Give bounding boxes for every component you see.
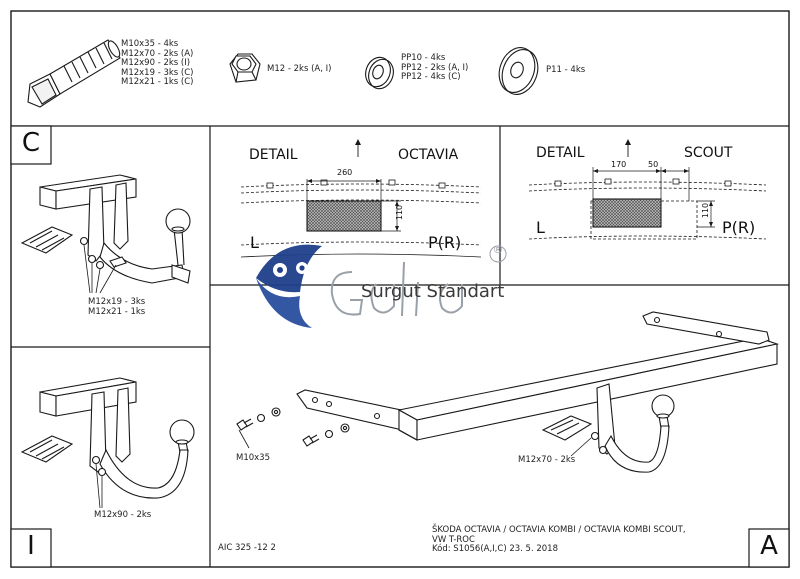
galia-watermark-logo bbox=[256, 244, 507, 328]
panel-letter-c: C bbox=[21, 128, 41, 158]
galia-letters-icon bbox=[330, 261, 463, 317]
octavia-cutout-drawing bbox=[240, 139, 482, 258]
scout-height-dim: 110 bbox=[701, 202, 711, 219]
vehicle-line-1: ŠKODA OCTAVIA / OCTAVIA KOMBI / OCTAVIA … bbox=[432, 525, 686, 535]
panel-c-bolt-list: M12x19 - 3ks M12x21 - 1ks bbox=[88, 297, 146, 317]
scout-right-label: P(R) bbox=[722, 218, 756, 237]
flat-washer-drawing bbox=[498, 47, 539, 95]
scout-detail-label: DETAIL bbox=[536, 145, 585, 161]
main-assembly-drawing bbox=[236, 311, 780, 473]
gears-icon bbox=[256, 244, 322, 328]
arrow-head-icon bbox=[355, 139, 361, 145]
spring-washer-line: PP12 - 4ks (C) bbox=[401, 72, 461, 83]
registered-mark: ® bbox=[492, 243, 504, 256]
watermark-company: Surgut Standart bbox=[361, 281, 505, 302]
bolt-line: M12x19 - 3ks (C) bbox=[121, 67, 194, 78]
bolt-line: M12x90 - 2ks (I) bbox=[121, 58, 191, 69]
panel-c-bolt-line: M12x19 - 3ks bbox=[88, 297, 146, 307]
panel-i-bolt-label: M12x90 - 2ks bbox=[94, 510, 152, 520]
panel-c-drawing bbox=[20, 174, 191, 294]
octavia-height-dim: 110 bbox=[395, 204, 405, 221]
bolt-m10-label: M10x35 bbox=[236, 453, 270, 463]
scout-cutout-drawing bbox=[528, 139, 767, 240]
nut-label: M12 - 2ks (A, I) bbox=[267, 64, 332, 74]
scout-width-dim-1: 170 bbox=[611, 160, 627, 169]
bolt-line: M12x21 - 1ks (C) bbox=[121, 77, 194, 88]
bolt-line: M12x70 - 2ks (A) bbox=[121, 48, 194, 59]
octavia-model-label: OCTAVIA bbox=[398, 147, 459, 163]
vehicle-info: ŠKODA OCTAVIA / OCTAVIA KOMBI / OCTAVIA … bbox=[432, 525, 686, 555]
bolt-drawing bbox=[27, 39, 121, 108]
spring-washer-line: PP10 - 4ks bbox=[401, 53, 446, 63]
octavia-left-label: L bbox=[250, 233, 259, 252]
code-line: Kód: S1056(A,I,C) 23. 5. 2018 bbox=[432, 544, 558, 555]
octavia-right-label: P(R) bbox=[428, 233, 462, 252]
drawing-code: AIC 325 -12 2 bbox=[218, 543, 276, 553]
spring-washer-line: PP12 - 2ks (A, I) bbox=[401, 62, 469, 73]
scout-width-dim-2: 50 bbox=[648, 160, 659, 169]
octavia-width-dim: 260 bbox=[337, 168, 353, 177]
spring-washer-list: PP10 - 4ks PP12 - 2ks (A, I) PP12 - 4ks … bbox=[401, 53, 469, 83]
bolt-line: M10x35 - 4ks bbox=[121, 39, 179, 49]
panel-i-drawing bbox=[20, 377, 195, 509]
vehicle-line-2: VW T-ROC bbox=[432, 534, 475, 545]
arrow-head-icon bbox=[625, 139, 631, 145]
washer-label: P11 - 4ks bbox=[546, 65, 586, 75]
panel-letter-i: I bbox=[27, 531, 35, 561]
parts-drawings bbox=[27, 39, 539, 108]
scout-left-label: L bbox=[536, 218, 545, 237]
panel-letter-a: A bbox=[760, 531, 778, 561]
bolt-list: M10x35 - 4ks M12x70 - 2ks (A) M12x90 - 2… bbox=[121, 39, 194, 88]
scout-model-label: SCOUT bbox=[684, 145, 733, 161]
spring-washer-drawing bbox=[365, 56, 394, 90]
bolt-m12-label: M12x70 - 2ks bbox=[518, 455, 576, 465]
octavia-detail-label: DETAIL bbox=[249, 147, 298, 163]
nut-drawing bbox=[229, 53, 261, 83]
panel-c-bolt-line: M12x21 - 1ks bbox=[88, 306, 146, 317]
